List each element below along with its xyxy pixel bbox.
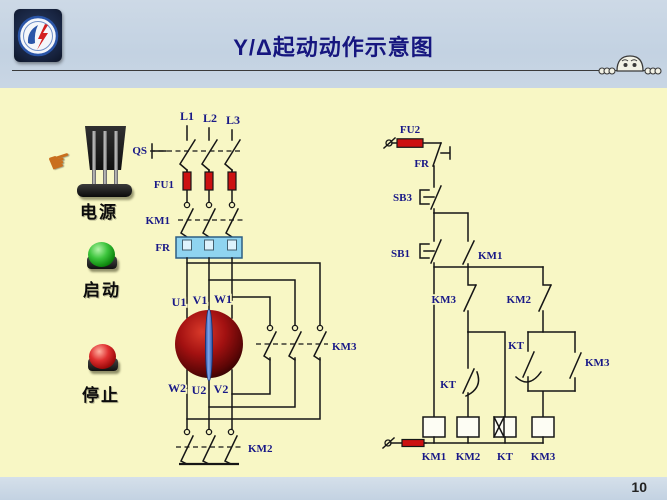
phase-label-l2: L2 (203, 111, 217, 125)
km2-coil-label: KM2 (456, 451, 481, 463)
km2-nc-label: KM2 (507, 294, 532, 306)
fuse (227, 171, 237, 191)
terminal-w2: W2 (168, 381, 186, 395)
kt-coil (493, 416, 517, 438)
control-circuit: FU2 FR SB3 SB1 KM1 KM3 (381, 122, 612, 465)
terminal-v1: V1 (193, 293, 208, 307)
plug-prong (114, 131, 118, 187)
km1-coil (422, 416, 446, 438)
fu2-label: FU2 (400, 124, 421, 136)
fuse (204, 171, 214, 191)
km1-aux-contact: KM1 (461, 239, 504, 268)
km1-main-contacts: KM1 (144, 201, 245, 239)
kt-delay-contact-right: KT (506, 331, 543, 392)
logo-emblem (17, 15, 59, 57)
qs-label: QS (132, 145, 147, 157)
plug-prong (92, 131, 96, 187)
main-circuit: L1 L2 L3 QS FU1 KM1 (131, 107, 359, 466)
kt-delay-contact-mid: KT (438, 331, 480, 418)
km3-nc-contact: KM3 (430, 266, 477, 333)
fu2-fuse: FU2 (382, 122, 442, 150)
kt-coil-label: KT (497, 451, 514, 463)
km1-label: KM1 (146, 215, 170, 227)
motor-shaft (204, 308, 213, 382)
plug-prong (103, 131, 107, 187)
kt-delay-label: KT (508, 340, 525, 352)
km2-coil (456, 416, 480, 438)
km3-coil (531, 416, 555, 438)
km2-label: KM2 (248, 443, 273, 455)
school-logo (14, 9, 62, 62)
motor: U1 V1 W1 W2 U2 V2 (166, 290, 243, 431)
qs-switch: QS (131, 125, 243, 172)
fu1-label: FU1 (154, 179, 174, 191)
start-label: 启动 (83, 281, 121, 300)
km3-coil-label: KM3 (531, 451, 556, 463)
header-band (0, 0, 667, 88)
contactor-coils: KM1 KM2 KT KM3 (420, 415, 557, 465)
km1-aux-label: KM1 (478, 250, 502, 262)
km3-no-label: KM3 (585, 357, 610, 369)
terminal-w1: W1 (214, 292, 232, 306)
sb1-label: SB1 (391, 248, 410, 260)
stop-button[interactable] (89, 344, 116, 369)
page-title: Y/Δ起动动作示意图 (233, 35, 434, 60)
km2-nc-contact: KM2 (505, 266, 552, 333)
fr-contact-label: FR (414, 158, 430, 170)
start-button[interactable] (88, 242, 115, 267)
bottom-bus (381, 436, 544, 450)
page-number: 10 (631, 479, 647, 495)
fr-thermal-relay: FR (154, 236, 243, 259)
km2-contacts: KM2 (176, 428, 275, 466)
footer-band (0, 477, 667, 500)
plug-base (77, 184, 132, 197)
phase-label-l1: L1 (180, 109, 194, 123)
kt-mid-label: KT (440, 379, 457, 391)
km3-contacts: KM3 (256, 324, 359, 362)
phase-label-l3: L3 (226, 113, 240, 127)
km3-label: KM3 (332, 341, 357, 353)
stop-label: 停止 (82, 386, 120, 405)
terminal-u2: U2 (192, 383, 207, 397)
terminal-v2: V2 (214, 382, 229, 396)
km3-no-contact: KM3 (569, 331, 612, 392)
km1-coil-label: KM1 (422, 451, 446, 463)
terminal-u1: U1 (172, 295, 187, 309)
sb1-start-button: SB1 (389, 212, 442, 268)
header-divider (12, 70, 655, 71)
fuse (182, 171, 192, 191)
km3-nc-label: KM3 (432, 294, 457, 306)
fr-label: FR (155, 242, 171, 254)
fr-nc-contact: FR (413, 142, 451, 188)
peeking-face-doodle (598, 55, 662, 75)
power-label: 电源 (80, 203, 118, 222)
fu1-fuses: FU1 (152, 169, 237, 203)
sb3-label: SB3 (393, 192, 412, 204)
sb3-stop-button: SB3 (391, 185, 442, 214)
